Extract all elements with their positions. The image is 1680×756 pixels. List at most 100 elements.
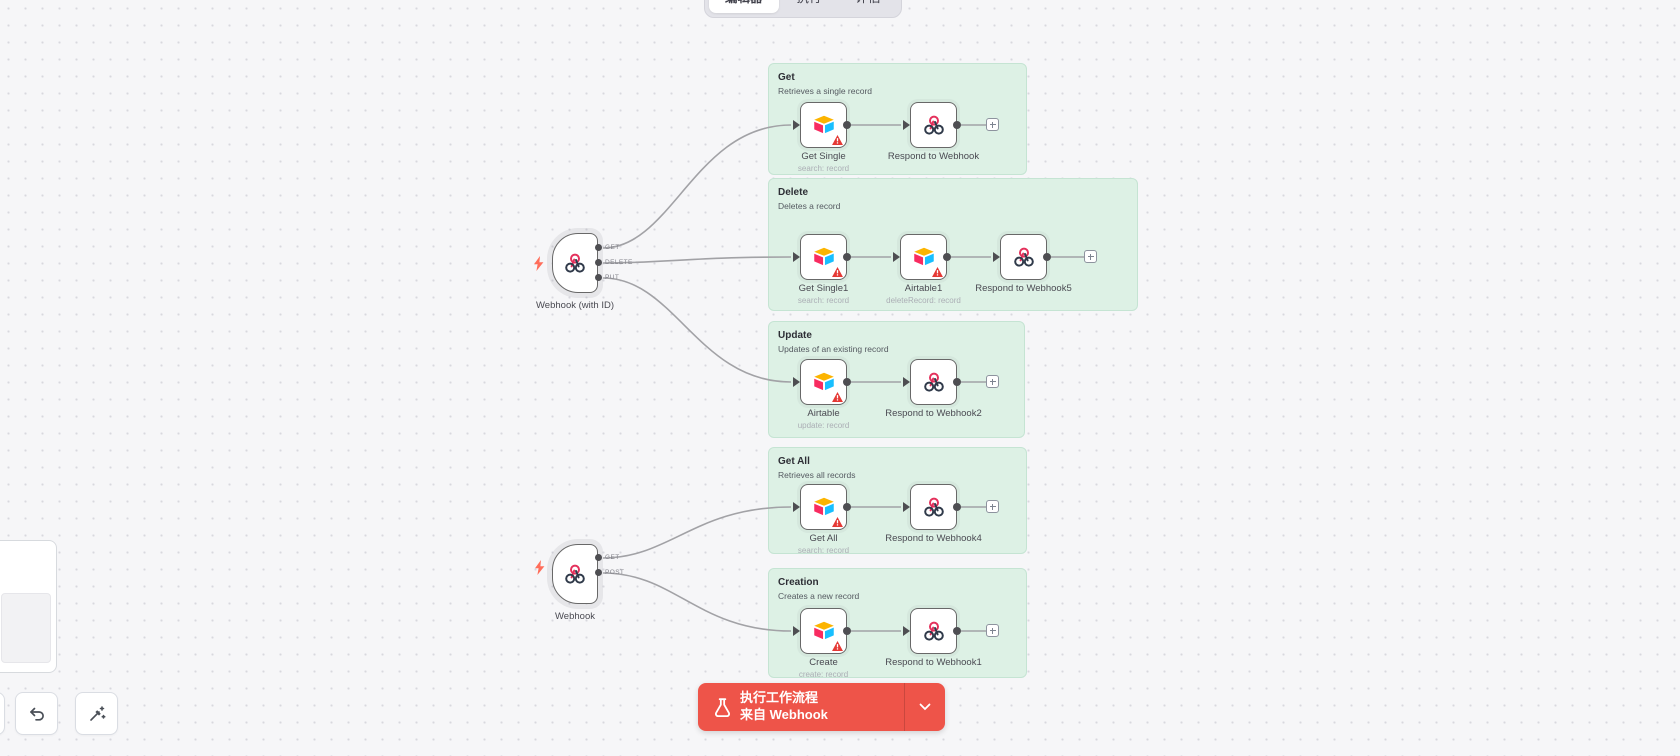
node-webhook[interactable] xyxy=(552,544,598,604)
execute-workflow-label: 执行工作流程 来自 Webhook xyxy=(740,690,828,722)
node-label: Get All search: record xyxy=(797,533,850,555)
output-port-get[interactable] xyxy=(595,554,602,561)
trigger-bolt-icon xyxy=(534,560,545,575)
output-label-delete: DELETE xyxy=(605,259,633,266)
webhook-icon xyxy=(563,251,587,275)
webhook-icon xyxy=(922,113,946,137)
input-port[interactable] xyxy=(793,120,800,130)
node-respond-to-webhook2[interactable] xyxy=(903,359,961,405)
output-port-put[interactable] xyxy=(595,274,602,281)
input-port[interactable] xyxy=(893,252,900,262)
output-port-get[interactable] xyxy=(595,244,602,251)
node-airtable[interactable] xyxy=(793,359,851,405)
input-port[interactable] xyxy=(793,377,800,387)
undo-button[interactable] xyxy=(15,692,58,735)
output-port[interactable] xyxy=(843,121,851,129)
add-node-button[interactable] xyxy=(986,375,999,388)
group-title: Delete xyxy=(778,187,809,198)
output-port[interactable] xyxy=(953,121,961,129)
flask-icon xyxy=(714,697,731,717)
group-subtitle: Retrieves all records xyxy=(778,470,856,480)
tidy-up-button[interactable] xyxy=(75,692,118,735)
node-label: Airtable update: record xyxy=(797,408,850,430)
execute-options-dropdown[interactable] xyxy=(904,683,945,731)
output-label-put: PUT xyxy=(605,274,620,281)
tab-editor[interactable]: 编辑器 xyxy=(709,0,779,13)
add-node-button[interactable] xyxy=(1084,250,1097,263)
node-label: Respond to Webhook1 xyxy=(885,657,982,668)
side-panel-preview xyxy=(1,593,51,663)
airtable-icon xyxy=(811,494,837,520)
group-subtitle: Updates of an existing record xyxy=(778,344,889,354)
input-port[interactable] xyxy=(793,626,800,636)
group-delete[interactable]: Delete Deletes a record xyxy=(768,178,1138,311)
tab-evaluations[interactable]: 评估 xyxy=(840,0,897,13)
node-airtable1[interactable] xyxy=(893,234,951,280)
group-subtitle: Retrieves a single record xyxy=(778,86,873,96)
output-port[interactable] xyxy=(943,253,951,261)
output-port[interactable] xyxy=(843,627,851,635)
canvas-control-button-partial[interactable] xyxy=(0,692,5,735)
node-get-all[interactable] xyxy=(793,484,851,530)
input-port[interactable] xyxy=(903,626,910,636)
warning-icon xyxy=(832,135,843,145)
node-respond-to-webhook1[interactable] xyxy=(903,608,961,654)
output-port-post[interactable] xyxy=(595,569,602,576)
warning-icon xyxy=(932,267,943,277)
node-get-single1[interactable] xyxy=(793,234,851,280)
node-respond-to-webhook[interactable] xyxy=(903,102,961,148)
output-port[interactable] xyxy=(1043,253,1051,261)
input-port[interactable] xyxy=(793,502,800,512)
node-label: Respond to Webhook4 xyxy=(885,533,982,544)
warning-icon xyxy=(832,641,843,651)
side-panel-partial xyxy=(0,540,57,673)
group-title: Creation xyxy=(778,577,819,588)
webhook-icon xyxy=(1012,245,1036,269)
input-port[interactable] xyxy=(903,502,910,512)
add-node-button[interactable] xyxy=(986,118,999,131)
output-port[interactable] xyxy=(953,503,961,511)
editor-tab-bar: 编辑器 执行 评估 xyxy=(704,0,902,18)
warning-icon xyxy=(832,392,843,402)
node-label: Get Single1 search: record xyxy=(797,283,850,305)
input-port[interactable] xyxy=(903,377,910,387)
airtable-icon xyxy=(811,618,837,644)
warning-icon xyxy=(832,267,843,277)
output-label-post: POST xyxy=(605,569,625,576)
output-label-get: GET xyxy=(605,244,620,251)
output-port[interactable] xyxy=(843,503,851,511)
tab-executions[interactable]: 执行 xyxy=(781,0,838,13)
trigger-bolt-icon xyxy=(533,256,544,271)
node-respond-to-webhook5[interactable] xyxy=(993,234,1051,280)
webhook-icon xyxy=(922,495,946,519)
node-label: Respond to Webhook5 xyxy=(975,283,1072,294)
webhook-icon xyxy=(922,370,946,394)
group-subtitle: Creates a new record xyxy=(778,591,860,601)
webhook-icon xyxy=(563,562,587,586)
node-create[interactable] xyxy=(793,608,851,654)
node-respond-to-webhook4[interactable] xyxy=(903,484,961,530)
airtable-icon xyxy=(811,112,837,138)
group-title: Get xyxy=(778,72,795,83)
output-port[interactable] xyxy=(843,378,851,386)
output-port[interactable] xyxy=(843,253,851,261)
webhook-icon xyxy=(922,619,946,643)
input-port[interactable] xyxy=(993,252,1000,262)
output-port[interactable] xyxy=(953,627,961,635)
node-get-single[interactable] xyxy=(793,102,851,148)
input-port[interactable] xyxy=(903,120,910,130)
group-creation[interactable]: Creation Creates a new record xyxy=(768,568,1027,678)
execute-workflow-main[interactable]: 执行工作流程 来自 Webhook xyxy=(698,690,904,724)
execute-workflow-button[interactable]: 执行工作流程 来自 Webhook xyxy=(698,683,945,731)
output-port-delete[interactable] xyxy=(595,259,602,266)
node-label: Webhook (with ID) xyxy=(536,300,614,311)
output-label-get: GET xyxy=(605,554,620,561)
add-node-button[interactable] xyxy=(986,624,999,637)
add-node-button[interactable] xyxy=(986,500,999,513)
output-port[interactable] xyxy=(953,378,961,386)
node-webhook-with-id[interactable] xyxy=(552,233,598,293)
node-label: Get Single search: record xyxy=(797,151,850,173)
input-port[interactable] xyxy=(793,252,800,262)
